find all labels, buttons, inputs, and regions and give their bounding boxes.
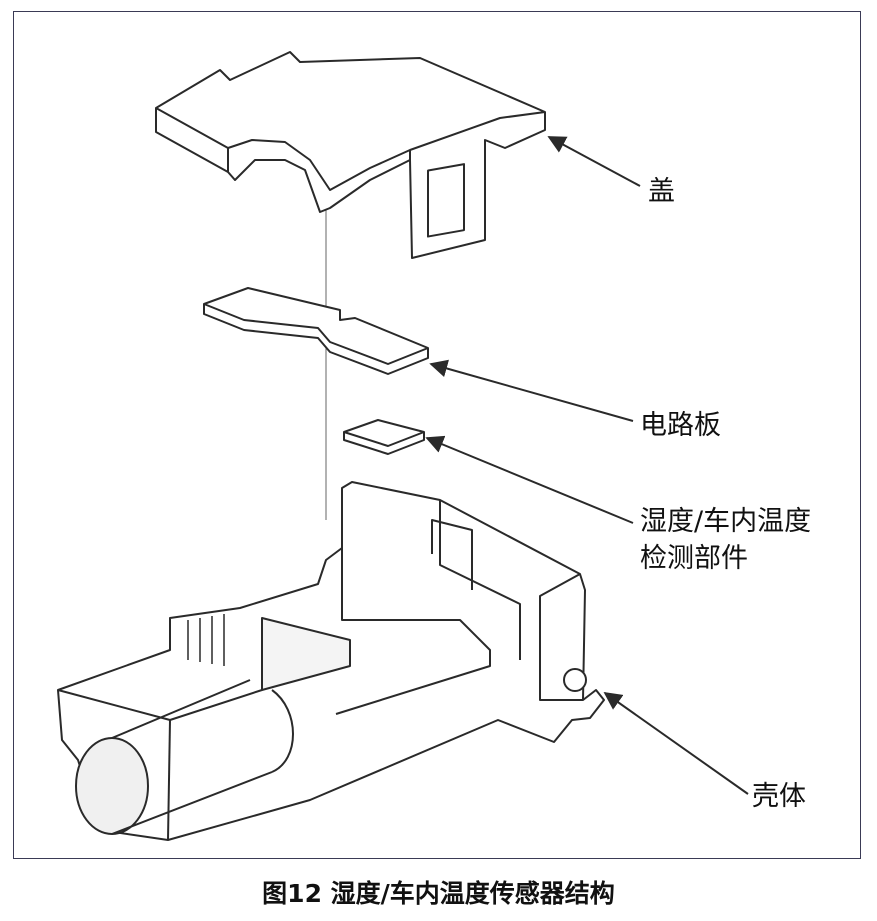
sensor-label: 湿度/车内温度 检测部件 bbox=[640, 503, 811, 577]
sensor-label-line1: 湿度/车内温度 bbox=[640, 506, 812, 537]
lid-arrow bbox=[547, 136, 641, 187]
lid-part bbox=[155, 51, 546, 259]
housing-arrow bbox=[603, 691, 749, 795]
sensor-part bbox=[343, 419, 425, 455]
leader-arrows bbox=[425, 136, 749, 795]
circuit-board-label: 电路板 bbox=[640, 410, 721, 441]
circuit-board-part bbox=[203, 287, 429, 375]
sensor-label-line2: 检测部件 bbox=[640, 543, 748, 574]
housing-label: 壳体 bbox=[752, 781, 806, 812]
lid-label: 盖 bbox=[648, 176, 675, 207]
figure-caption: 图12 湿度/车内温度传感器结构 bbox=[262, 879, 615, 908]
housing-part bbox=[57, 481, 605, 841]
sensor-arrow bbox=[425, 435, 634, 524]
board-arrow bbox=[429, 359, 634, 422]
